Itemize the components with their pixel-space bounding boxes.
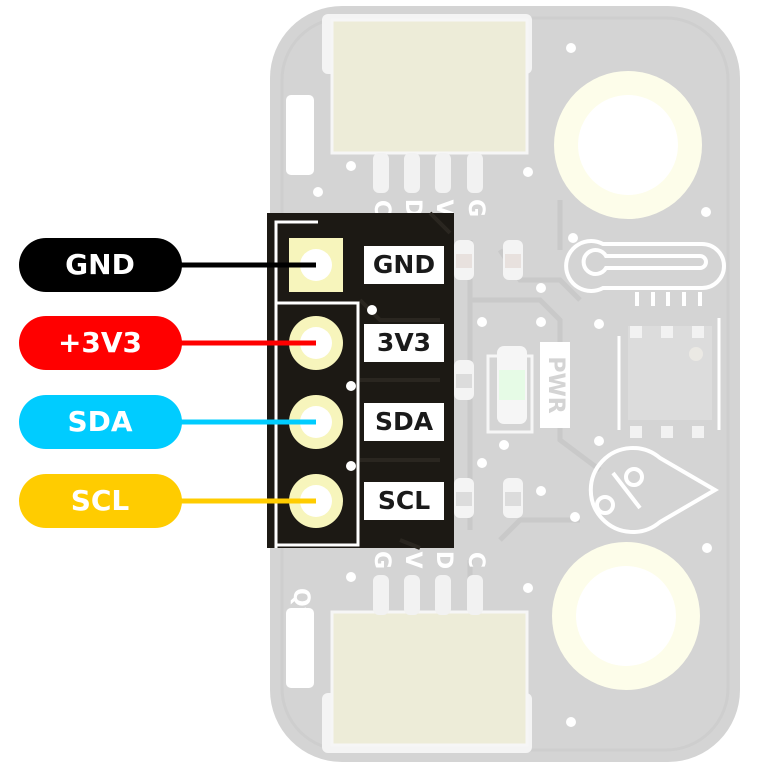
pill-label-scl: SCL: [71, 484, 130, 517]
mounting-hole-top: [554, 71, 702, 219]
smd-components: [454, 240, 523, 518]
silk-label-box-scl: [364, 482, 444, 520]
silk-label-3v3: 3V3: [377, 328, 431, 357]
pill-scl: [19, 474, 182, 528]
connector-pin-label: G: [369, 551, 394, 569]
pin-wires: [180, 262, 316, 504]
pwr-label: PWR: [543, 356, 568, 413]
qwire-label-bottom: Qwire: [286, 588, 314, 688]
pill-3v3: [19, 316, 182, 370]
pill-label-sda: SDA: [67, 405, 132, 438]
silk-label-gnd: GND: [373, 250, 435, 279]
qwire-label-top: Qwire: [286, 95, 314, 175]
svg-text:Qwire: Qwire: [288, 588, 313, 660]
connector-pin-label: C: [369, 200, 394, 216]
silk-label-scl: SCL: [378, 486, 430, 515]
connector-pin-label: V: [431, 199, 456, 216]
bottom-qwiic-connector: [322, 575, 532, 753]
connector-pin-label: D: [431, 551, 456, 569]
pill-label-3v3: +3V3: [58, 326, 142, 359]
silk-label-sda: SDA: [375, 407, 434, 436]
connector-pin-label: C: [463, 552, 488, 568]
pwr-label-box: [540, 342, 570, 428]
svg-text:Qwire: Qwire: [288, 100, 313, 172]
pwr-led: [486, 346, 534, 434]
vias: [313, 43, 712, 727]
pill-sda: [19, 395, 182, 449]
mounting-hole-bottom: [552, 542, 700, 690]
pill-label-gnd: GND: [65, 248, 135, 281]
header-pads: [286, 238, 343, 528]
thermometer-icon: [564, 239, 726, 306]
connector-pin-label: D: [400, 199, 425, 217]
humidity-droplet-percent-icon: [588, 446, 719, 534]
connector-pin-label: G: [463, 199, 488, 217]
silk-label-box-gnd: [364, 246, 444, 284]
header-traces: [358, 211, 452, 550]
connector-pin-label: V: [400, 551, 425, 568]
pill-gnd: [19, 238, 182, 292]
sensor-chip: [617, 318, 721, 438]
silk-label-box-sda: [364, 403, 444, 441]
silk-label-box-3v3: [364, 324, 444, 362]
top-qwiic-connector: [322, 14, 532, 193]
